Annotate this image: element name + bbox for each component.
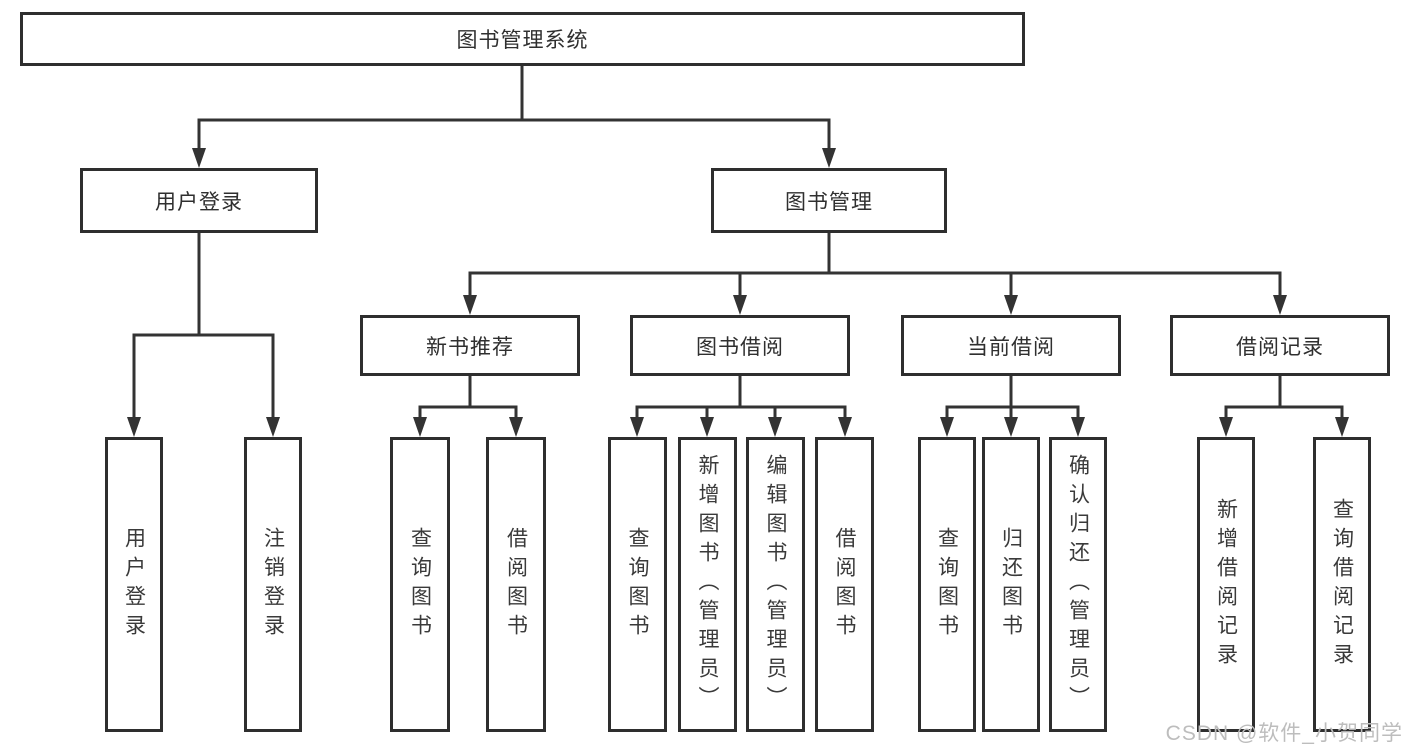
node-book-management-label: 图书管理 bbox=[785, 190, 873, 214]
leaf-return-book-label: 归还图书 bbox=[999, 526, 1023, 643]
node-current-borrow: 当前借阅 bbox=[901, 315, 1121, 376]
leaf-borrow-query: 查询图书 bbox=[608, 437, 667, 732]
node-book-borrow: 图书借阅 bbox=[630, 315, 850, 376]
node-root: 图书管理系统 bbox=[20, 12, 1025, 66]
leaf-logout: 注销登录 bbox=[244, 437, 302, 732]
node-user-login: 用户登录 bbox=[80, 168, 318, 233]
leaf-borrow-edit-admin: 编辑图书（管理员） bbox=[746, 437, 805, 732]
node-user-login-label: 用户登录 bbox=[155, 190, 243, 214]
arrowheads-level3 bbox=[463, 295, 1287, 315]
node-book-management: 图书管理 bbox=[711, 168, 947, 233]
node-book-borrow-label: 图书借阅 bbox=[696, 335, 784, 359]
leaf-borrow-edit-admin-label: 编辑图书（管理员） bbox=[764, 454, 787, 715]
leaf-borrow-book: 借阅图书 bbox=[815, 437, 874, 732]
leaf-borrow-query-label: 查询图书 bbox=[626, 526, 649, 643]
node-borrow-record: 借阅记录 bbox=[1170, 315, 1390, 376]
leaf-borrow-add-admin: 新增图书（管理员） bbox=[678, 437, 737, 732]
leaf-newbook-borrow-label: 借阅图书 bbox=[504, 526, 528, 643]
arrowheads-level2 bbox=[192, 148, 836, 168]
node-root-label: 图书管理系统 bbox=[456, 29, 589, 52]
leaf-current-query: 查询图书 bbox=[918, 437, 976, 732]
arrowheads-leaves bbox=[127, 417, 1349, 437]
leaf-add-record: 新增借阅记录 bbox=[1197, 437, 1255, 732]
node-new-book-recommend-label: 新书推荐 bbox=[426, 335, 514, 359]
leaf-newbook-query: 查询图书 bbox=[390, 437, 450, 732]
node-new-book-recommend: 新书推荐 bbox=[360, 315, 580, 376]
leaf-add-record-label: 新增借阅记录 bbox=[1214, 497, 1238, 672]
leaf-query-record: 查询借阅记录 bbox=[1313, 437, 1371, 732]
leaf-confirm-return-admin: 确认归还（管理员） bbox=[1049, 437, 1107, 732]
connector-level2-rail bbox=[197, 118, 831, 156]
leaf-logout-label: 注销登录 bbox=[261, 526, 285, 643]
leaf-user-login-label: 用户登录 bbox=[122, 526, 146, 643]
leaf-borrow-add-admin-label: 新增图书（管理员） bbox=[696, 454, 719, 715]
connector-user-login-rail bbox=[132, 233, 275, 425]
leaf-current-query-label: 查询图书 bbox=[935, 526, 959, 643]
leaf-borrow-book-label: 借阅图书 bbox=[833, 526, 856, 643]
leaf-user-login: 用户登录 bbox=[105, 437, 163, 732]
connector-new-book-rail bbox=[418, 376, 518, 425]
csdn-watermark: CSDN @软件_小贺同学 bbox=[1165, 722, 1403, 745]
node-borrow-record-label: 借阅记录 bbox=[1236, 335, 1324, 359]
leaf-newbook-borrow: 借阅图书 bbox=[486, 437, 546, 732]
connector-borrow-record-rail bbox=[1224, 376, 1344, 425]
node-current-borrow-label: 当前借阅 bbox=[967, 335, 1055, 359]
leaf-confirm-return-admin-label: 确认归还（管理员） bbox=[1066, 454, 1090, 715]
leaf-query-record-label: 查询借阅记录 bbox=[1330, 497, 1354, 672]
connector-book-borrow-rail bbox=[635, 376, 847, 425]
leaf-newbook-query-label: 查询图书 bbox=[408, 526, 432, 643]
connector-book-mgmt-rail bbox=[468, 233, 1282, 303]
leaf-return-book: 归还图书 bbox=[982, 437, 1040, 732]
